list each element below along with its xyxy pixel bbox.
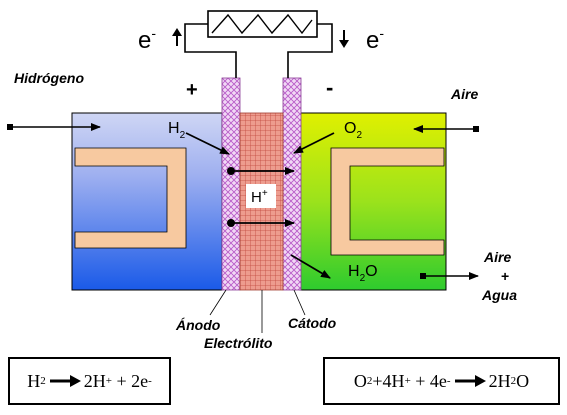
anode-eq-plus: + bbox=[111, 370, 132, 391]
electrolyte-label: Electrólito bbox=[204, 335, 273, 351]
water-label: H2O bbox=[348, 263, 378, 284]
anode-electrode bbox=[221, 77, 241, 291]
cathode-eq-4e-sup: - bbox=[446, 375, 451, 387]
proton-box bbox=[246, 184, 276, 208]
external-circuit bbox=[184, 23, 333, 78]
negative-terminal-label: - bbox=[326, 75, 333, 100]
anode-eq-2e: 2e bbox=[131, 370, 149, 391]
cathode-gas-channel bbox=[330, 147, 445, 256]
o2-diffusion-arrow bbox=[293, 132, 335, 154]
air-label: Aire bbox=[450, 86, 478, 102]
air-water-label-3: Agua bbox=[481, 287, 517, 303]
h2-label: H2 bbox=[168, 120, 186, 141]
reaction-arrow-icon bbox=[49, 375, 81, 387]
anode-eq-2e-sup: - bbox=[148, 375, 152, 387]
electron-right-label: e- bbox=[366, 25, 384, 54]
positive-terminal-label: + bbox=[186, 79, 198, 101]
anode-eq-h-sub: 2 bbox=[40, 375, 46, 387]
electron-down-arrow-head bbox=[339, 40, 349, 48]
resistor bbox=[207, 10, 318, 38]
o2-label: O2 bbox=[344, 120, 362, 141]
cathode-electrode bbox=[282, 77, 302, 291]
air-water-outlet-arrow bbox=[420, 272, 479, 280]
anode-block bbox=[71, 112, 223, 291]
anode-eq-h: H bbox=[27, 370, 41, 391]
cathode-eq-o2: O bbox=[516, 370, 530, 391]
cathode-eq-o-sub: 2 bbox=[366, 375, 373, 387]
cathode-block bbox=[299, 112, 447, 291]
electron-left-label: e- bbox=[138, 25, 156, 54]
water-formation-arrow bbox=[290, 254, 331, 279]
anode-label: Ánodo bbox=[175, 317, 221, 333]
reaction-arrow-icon bbox=[454, 375, 486, 387]
cathode-label: Cátodo bbox=[288, 315, 337, 331]
cathode-eq-2h-sub: 2 bbox=[510, 375, 517, 387]
cathode-eq-4h-sup: + bbox=[404, 375, 411, 387]
cathode-eq-2h: 2H bbox=[488, 370, 511, 391]
cathode-pointer-line bbox=[293, 289, 306, 316]
hydrogen-inlet-arrow bbox=[7, 123, 101, 131]
anode-eq-2h-sup: + bbox=[105, 375, 112, 387]
air-inlet-arrow bbox=[413, 125, 479, 133]
hydrogen-label: Hidrógeno bbox=[14, 70, 84, 86]
cathode-eq-4h: +4H bbox=[372, 370, 405, 391]
cathode-eq-4e: + 4e bbox=[410, 370, 447, 391]
cathode-eq-o: O bbox=[353, 370, 367, 391]
anode-pointer-line bbox=[209, 289, 227, 316]
anode-gas-channel bbox=[74, 147, 187, 249]
proton-arrow-bottom bbox=[227, 219, 295, 227]
electron-up-arrow-head bbox=[172, 28, 182, 36]
air-water-label-2: + bbox=[501, 268, 509, 284]
h2-diffusion-arrow bbox=[185, 132, 230, 155]
proton-arrow-top bbox=[227, 167, 295, 175]
air-water-label-1: Aire bbox=[483, 249, 511, 265]
proton-label: H+ bbox=[251, 188, 268, 206]
anode-eq-2h: 2H bbox=[83, 370, 106, 391]
